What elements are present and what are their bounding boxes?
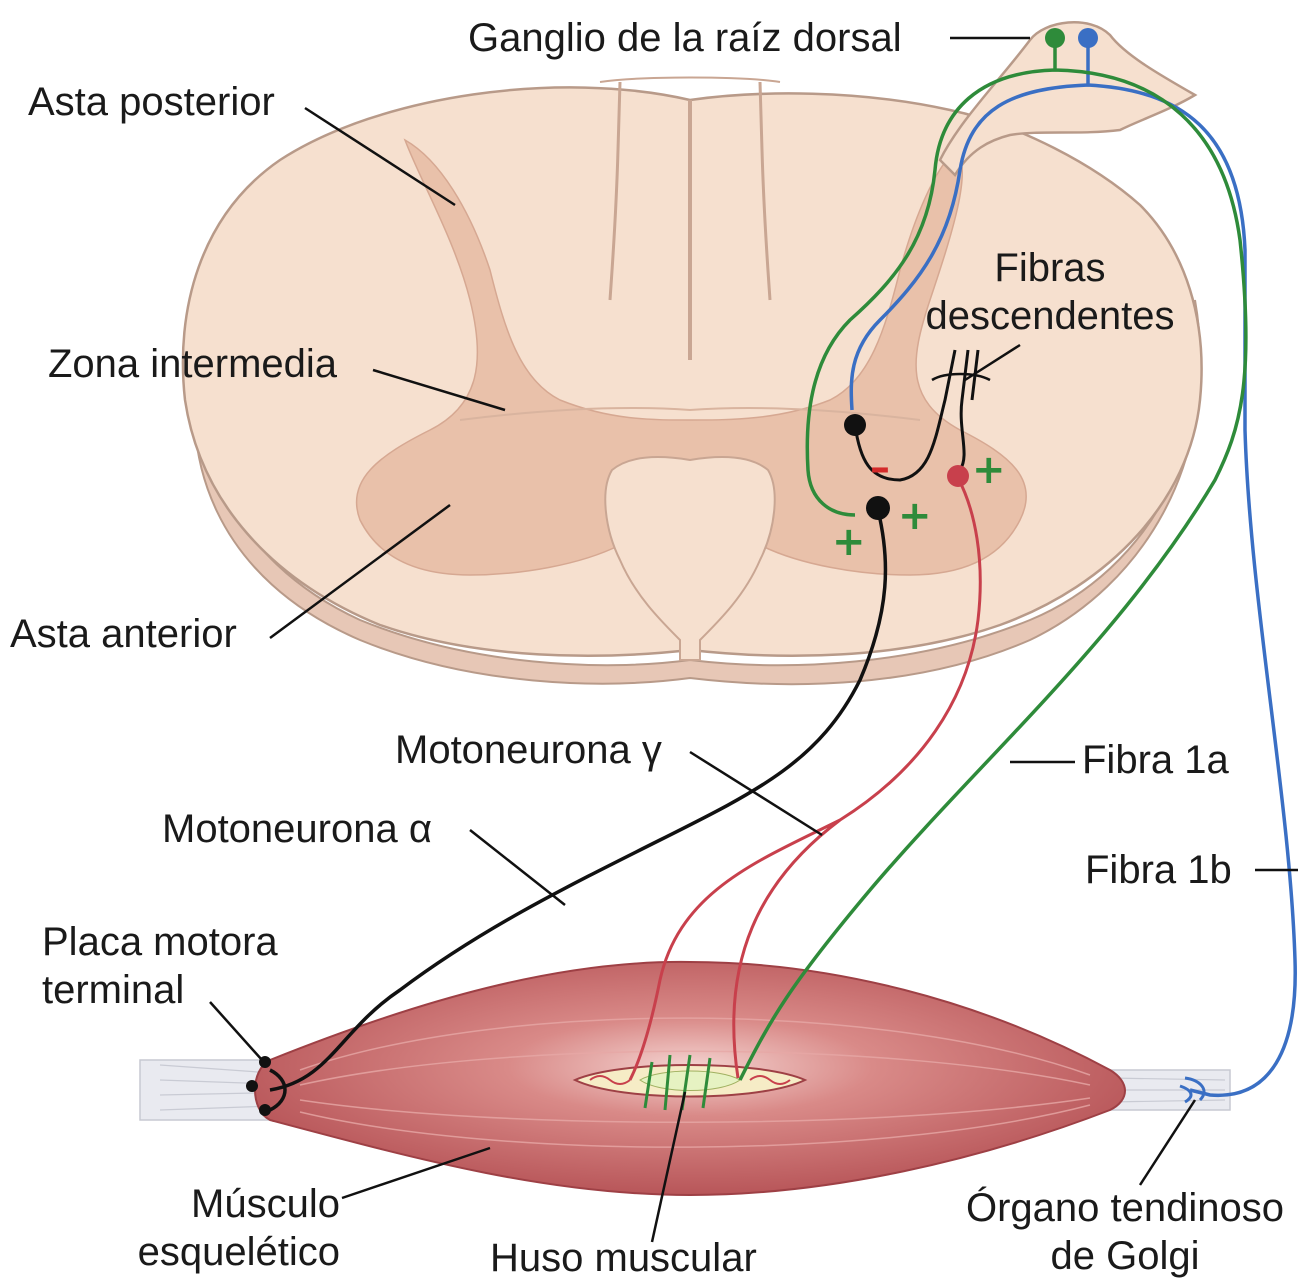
sign-plus-gamma: + <box>972 450 1006 490</box>
cord-top-groove <box>600 78 780 83</box>
label-ganglio: Ganglio de la raíz dorsal <box>468 14 902 62</box>
label-placa-line2: terminal <box>42 966 184 1014</box>
sign-plus-alpha: + <box>898 496 932 536</box>
label-zona-intermedia: Zona intermedia <box>48 340 337 388</box>
motor-endplate-3 <box>259 1104 271 1116</box>
leader-motoneurona-gamma <box>690 752 822 835</box>
leader-motoneurona-alpha <box>470 830 565 905</box>
label-fibras-line1: Fibras <box>915 244 1185 292</box>
label-organo-line2: de Golgi <box>940 1232 1310 1280</box>
gamma-motoneuron-cell <box>947 465 969 487</box>
motor-endplate-2 <box>246 1080 258 1092</box>
label-motoneurona-gamma: Motoneurona γ <box>395 726 662 774</box>
label-huso: Huso muscular <box>490 1234 757 1282</box>
ganglion-cell-green <box>1045 28 1065 48</box>
sign-plus-1a: + <box>832 522 866 562</box>
label-motoneurona-alpha: Motoneurona α <box>162 805 432 853</box>
label-asta-posterior: Asta posterior <box>28 78 275 126</box>
label-fibras-line2: descendentes <box>915 292 1185 340</box>
alpha-motoneuron-cell <box>866 496 890 520</box>
label-asta-anterior: Asta anterior <box>10 610 237 658</box>
sign-minus: – <box>870 448 890 488</box>
label-fibra-1a: Fibra 1a <box>1082 736 1229 784</box>
label-fibra-1b: Fibra 1b <box>1085 846 1232 894</box>
leader-placa <box>210 1002 262 1060</box>
label-musculo-line1: Músculo <box>110 1180 340 1228</box>
ganglion-cell-blue <box>1078 28 1098 48</box>
interneuron-cell <box>844 414 866 436</box>
label-musculo-line2: esquelético <box>80 1228 340 1276</box>
leader-organo <box>1140 1100 1195 1185</box>
label-organo-line1: Órgano tendinoso <box>940 1184 1310 1232</box>
label-placa-line1: Placa motora <box>42 918 278 966</box>
